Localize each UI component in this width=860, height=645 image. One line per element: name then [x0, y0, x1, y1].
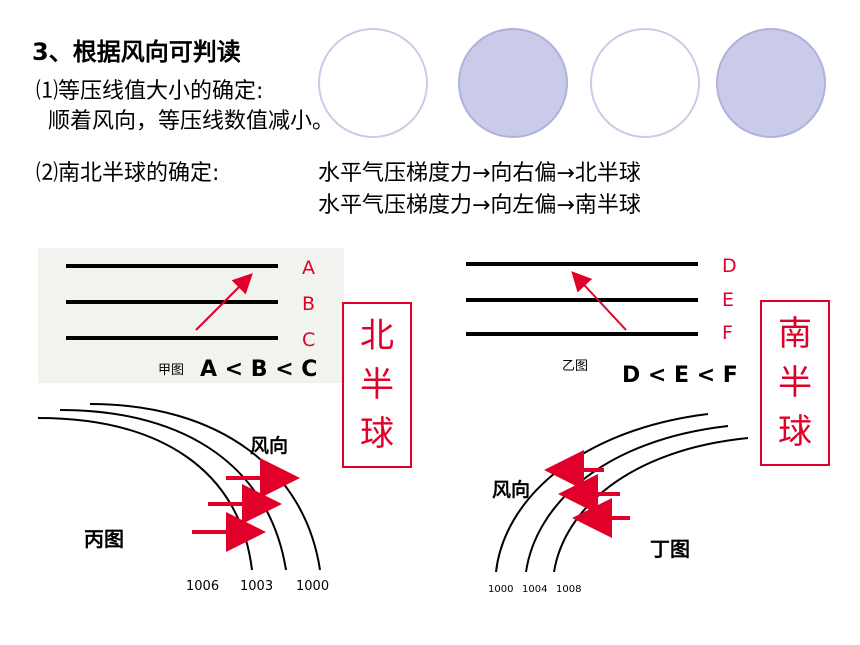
isobar-value-2: 1003	[240, 579, 273, 594]
diagram-ding-svg: 风向 丁图 1000 1004 1008	[488, 413, 749, 595]
isobar-value-1: 1000	[488, 584, 513, 595]
diagram-yi-name: 乙图	[562, 359, 588, 374]
isobar-1003	[59, 409, 287, 571]
isobar-value-3: 1008	[556, 584, 581, 595]
decor-circle-4	[716, 28, 826, 138]
label-d: D	[722, 255, 737, 277]
south-rule: 水平气压梯度力→向左偏→南半球	[318, 193, 641, 218]
diagram-jia: A B C 甲图 A < B < C	[38, 248, 344, 383]
isobar-1004	[525, 425, 729, 573]
label-f: F	[722, 322, 733, 344]
isobar-value-2: 1004	[522, 584, 547, 595]
point1-heading: ⑴等压线值大小的确定:	[36, 79, 264, 104]
isobar-1000	[89, 403, 321, 571]
isobar-value-1: 1006	[186, 579, 219, 594]
point2-heading: ⑵南北半球的确定:	[36, 161, 220, 186]
isobar-value-3: 1000	[296, 579, 329, 594]
diagram-jia-relation: A < B < C	[200, 357, 317, 382]
diagram-bing-svg: 风向 丙图 1006 1003 1000	[37, 403, 329, 594]
diagram-yi: D E F 乙图 D < E < F	[458, 248, 758, 393]
north-char-3: 球	[360, 413, 394, 454]
diagram-jia-name: 甲图	[158, 363, 184, 378]
point1-rule: 顺着风向，等压线数值减小。	[48, 109, 335, 134]
label-c: C	[302, 329, 315, 351]
decor-circle-3	[590, 28, 700, 138]
wind-arrow	[195, 273, 253, 331]
decor-circle-1	[318, 28, 428, 138]
label-e: E	[722, 289, 734, 311]
south-char-1: 南	[778, 314, 812, 355]
north-rule: 水平气压梯度力→向右偏→北半球	[318, 161, 641, 186]
label-b: B	[302, 293, 315, 315]
decor-circle-2	[458, 28, 568, 138]
diagram-jia-svg: A B C 甲图 A < B < C	[66, 257, 317, 382]
north-char-2: 半	[360, 364, 394, 405]
diagram-yi-relation: D < E < F	[622, 363, 738, 388]
wind-label: 风向	[492, 478, 530, 501]
diagram-yi-svg: D E F 乙图 D < E < F	[466, 255, 738, 388]
diagram-bing-name: 丙图	[84, 527, 124, 551]
wind-arrow	[571, 271, 627, 331]
diagram-ding-name: 丁图	[650, 537, 690, 561]
diagram-bing: 风向 丙图 1006 1003 1000	[30, 400, 360, 605]
page-title: 3、根据风向可判读	[32, 38, 241, 66]
label-a: A	[302, 257, 315, 279]
south-hemisphere-box: 南 半 球	[760, 300, 830, 466]
north-hemisphere-box: 北 半 球	[342, 302, 412, 468]
isobar-1006	[37, 417, 253, 571]
south-char-3: 球	[778, 411, 812, 452]
wind-label: 风向	[250, 434, 288, 457]
south-char-2: 半	[778, 362, 812, 403]
diagram-ding: 风向 丁图 1000 1004 1008	[478, 400, 778, 605]
isobar-1008	[553, 437, 749, 573]
north-char-1: 北	[360, 316, 394, 357]
